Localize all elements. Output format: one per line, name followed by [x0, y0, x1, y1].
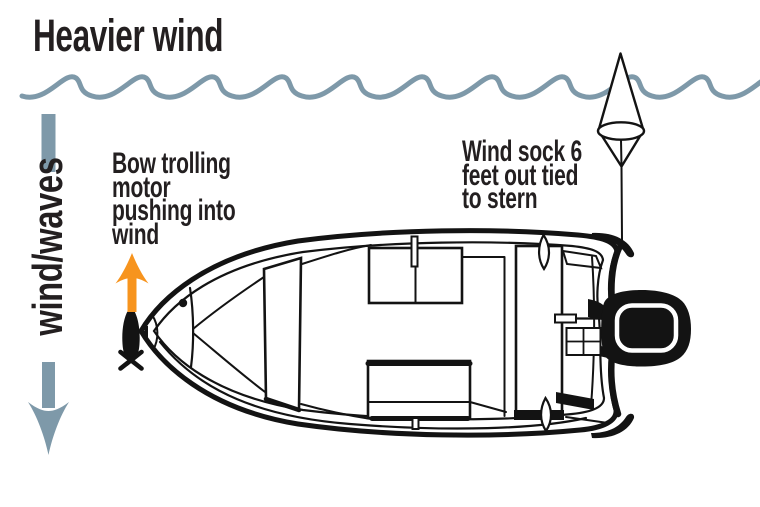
trolling-motor-icon: [118, 306, 146, 371]
wind-arrow-tail: [41, 114, 56, 172]
label-line: Bow trolling: [112, 147, 231, 180]
bow-tip-curve: [151, 314, 159, 351]
bow-motor-label: Bow trolling motor pushing into wind: [112, 147, 236, 251]
bow-floor-bottom: [192, 332, 266, 393]
diagram-title: Heavier wind: [33, 10, 224, 61]
label-line: motor: [112, 170, 171, 204]
outboard-motor-icon: [601, 289, 691, 367]
boat-illustration: [118, 228, 691, 439]
bow-deck-shadow: [263, 396, 302, 413]
stern-bench: [514, 244, 564, 418]
bow-eye-dot: [178, 298, 188, 308]
thrust-arrow-icon: [115, 253, 149, 312]
stern-corner-bottom: [591, 413, 635, 439]
seat-pedestal-front: [410, 235, 419, 268]
stern-step-shadow: [556, 392, 594, 410]
wind-sock-icon: [596, 52, 646, 168]
wind-direction-arrow-icon: [28, 114, 69, 455]
livewell-box: [366, 359, 472, 420]
label-line: to stern: [462, 182, 538, 215]
wind-arrow-head: [28, 402, 69, 455]
bow-floor-top: [192, 276, 265, 330]
stern-corner-top: [591, 232, 635, 258]
propeller-icon: [118, 349, 144, 371]
label-line: feet out tied: [462, 158, 579, 192]
tether-line: [620, 166, 623, 241]
seat-pedestal-rear: [411, 417, 420, 430]
floor-line: [158, 340, 588, 430]
wind-sock-label: Wind sock 6 feet out tied to stern: [462, 135, 583, 215]
wind-arrow-shaft: [42, 362, 55, 408]
wave-icon: [19, 74, 760, 100]
wind-waves-label: wind/waves: [24, 157, 71, 336]
pedestal-blade-bottom: [539, 395, 553, 434]
stern-bench-shadow: [514, 410, 564, 420]
label-line: pushing into: [112, 194, 236, 227]
bow-deck: [262, 256, 303, 412]
label-line: Wind sock 6: [462, 135, 583, 168]
bow-cleat: [144, 326, 148, 341]
motor-bracket: [554, 313, 577, 324]
pedestal-blade-top: [537, 232, 551, 272]
label-line: wind: [112, 217, 159, 251]
